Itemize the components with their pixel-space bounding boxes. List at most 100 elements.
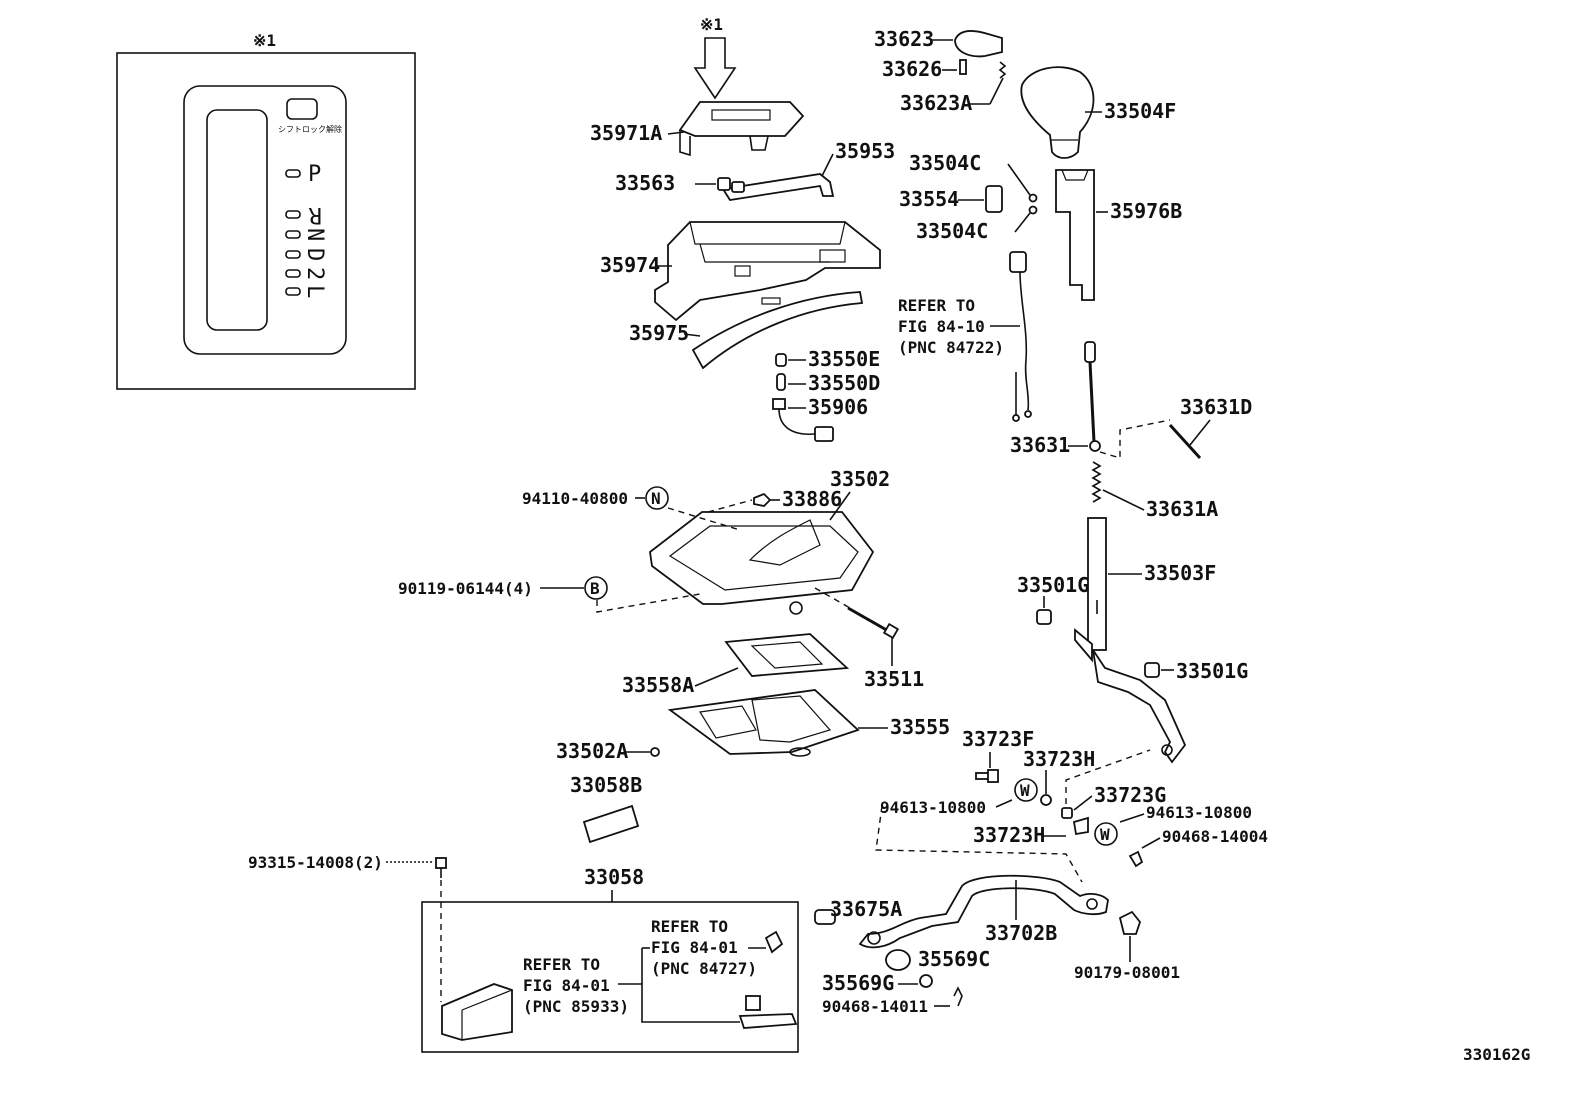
part-33511-bolt	[847, 606, 900, 640]
gear-letter-l: L	[302, 285, 327, 298]
callout-35953: 35953	[835, 139, 895, 163]
callout-33623A: 33623A	[900, 91, 972, 115]
gear-indicators	[285, 169, 301, 296]
callout-33502: 33502	[830, 467, 890, 491]
part-35974-console-housing	[654, 221, 881, 322]
callout-33631D: 33631D	[1180, 395, 1252, 419]
part-33631-push-rod	[1084, 341, 1101, 452]
gear-letter-r: R	[308, 202, 322, 227]
callout-33555: 33555	[890, 715, 950, 739]
inset-frame	[116, 52, 416, 390]
callout-33511: 33511	[864, 667, 924, 691]
part-33058B-pad	[582, 804, 640, 844]
part-33503F-shift-lever	[1074, 517, 1187, 764]
part-33723H-washer-upper	[1040, 794, 1052, 806]
svg-text:(PNC 84722): (PNC 84722)	[898, 338, 1004, 357]
svg-text:(PNC 84727): (PNC 84727)	[651, 959, 757, 978]
callout-33675A: 33675A	[830, 897, 902, 921]
part-90179-08001-nut	[1118, 910, 1142, 935]
top-mark: ※1	[700, 15, 723, 34]
part-35971A-indicator-plate	[678, 101, 805, 157]
svg-text:FIG 84-10: FIG 84-10	[898, 317, 985, 336]
callout-33626: 33626	[882, 57, 942, 81]
part-93315-14008-screw	[435, 857, 447, 878]
svg-text:B: B	[590, 579, 600, 598]
part-33623-button	[954, 30, 1003, 58]
code-circle-w-right	[1094, 822, 1118, 846]
part-33502A-grommet	[650, 747, 660, 757]
callout-33058B: 33058B	[570, 773, 642, 797]
callout-33886: 33886	[782, 487, 842, 511]
gear-letters: P R N D 2 L	[302, 162, 327, 298]
part-33623A-spring	[998, 61, 1007, 79]
callout-33702B: 33702B	[985, 921, 1057, 945]
inset-mark: ※1	[253, 31, 276, 50]
part-33723H-washer-lower	[1072, 816, 1089, 836]
callout-90119-06144: 90119-06144(4)	[398, 579, 533, 598]
figure-id: 330162G	[1463, 1045, 1530, 1064]
part-33504C-screw-lower	[1028, 205, 1038, 215]
callout-33503F: 33503F	[1144, 561, 1216, 585]
callout-33723H-upper: 33723H	[1023, 747, 1095, 771]
callout-35974: 35974	[600, 253, 660, 277]
part-33675A-boot	[814, 909, 836, 925]
callout-35569C: 35569C	[918, 947, 990, 971]
svg-text:W: W	[1100, 825, 1110, 844]
callout-33550D: 33550D	[808, 371, 880, 395]
code-circle-b	[584, 576, 608, 600]
part-33886-nut	[753, 492, 772, 507]
part-33501G-bushing-right	[1144, 662, 1160, 678]
part-33723G-collar	[1061, 807, 1073, 819]
part-90468-14011-clip	[953, 986, 963, 1007]
callout-93315-14008: 93315-14008(2)	[248, 853, 383, 872]
callout-33504C-lower: 33504C	[916, 219, 988, 243]
part-35976B-lever-sleeve	[1055, 169, 1095, 301]
part-90468-14004-clip	[1128, 850, 1144, 868]
callout-33058: 33058	[584, 865, 644, 889]
gear-letter-p: P	[308, 162, 321, 187]
part-33554-plate	[985, 185, 1003, 213]
part-33501G-bushing-left	[1036, 609, 1052, 625]
svg-text:REFER TO: REFER TO	[651, 917, 728, 936]
refer-harness-84722	[1009, 251, 1032, 422]
svg-text:FIG 84-01: FIG 84-01	[523, 976, 610, 995]
shift-indicator-panel	[183, 85, 347, 355]
part-33555-cover-plate	[667, 689, 860, 757]
part-33058-frame	[421, 901, 799, 1053]
callout-33563: 33563	[615, 171, 675, 195]
part-85933-bracket	[738, 995, 798, 1029]
refer-note-85933: REFER TO FIG 84-01 (PNC 85933)	[523, 955, 629, 1016]
callout-33558A: 33558A	[622, 673, 694, 697]
refer-note-84722: REFER TO FIG 84-10 (PNC 84722)	[898, 296, 1004, 357]
part-35975-console-panel	[691, 291, 864, 370]
part-33631A-spring	[1091, 461, 1102, 503]
gear-letter-n: N	[302, 228, 327, 241]
callout-33723G: 33723G	[1094, 783, 1166, 807]
down-arrow-icon	[693, 37, 737, 100]
part-33631D-pin	[1168, 423, 1202, 460]
callout-33723F: 33723F	[962, 727, 1034, 751]
gear-letter-2: 2	[302, 267, 327, 280]
callout-35975: 35975	[629, 321, 689, 345]
callout-33501G-left: 33501G	[1017, 573, 1089, 597]
svg-text:(PNC 85933): (PNC 85933)	[523, 997, 629, 1016]
code-circle-n	[645, 486, 669, 510]
callout-33554: 33554	[899, 187, 959, 211]
part-33626-pin	[959, 59, 967, 75]
callout-90468-14011: 90468-14011	[822, 997, 928, 1016]
svg-text:REFER TO: REFER TO	[898, 296, 975, 315]
part-35906-socket-wire	[772, 398, 834, 442]
callout-33550E: 33550E	[808, 347, 880, 371]
callout-94613-10800-right: 94613-10800	[1146, 803, 1252, 822]
callout-33504F: 33504F	[1104, 99, 1176, 123]
part-33702B-control-rod	[858, 874, 1109, 949]
callout-33504C-upper: 33504C	[909, 151, 981, 175]
callout-33631: 33631	[1010, 433, 1070, 457]
shift-lock-label: シフトロック解除	[278, 124, 342, 134]
part-33504C-screw-upper	[1028, 193, 1038, 203]
shift-lock-button	[286, 98, 318, 120]
callout-94110-40800: 94110-40800	[522, 489, 628, 508]
callout-33631A: 33631A	[1146, 497, 1218, 521]
part-85933-computer-box	[441, 983, 513, 1041]
callout-33623: 33623	[874, 27, 934, 51]
